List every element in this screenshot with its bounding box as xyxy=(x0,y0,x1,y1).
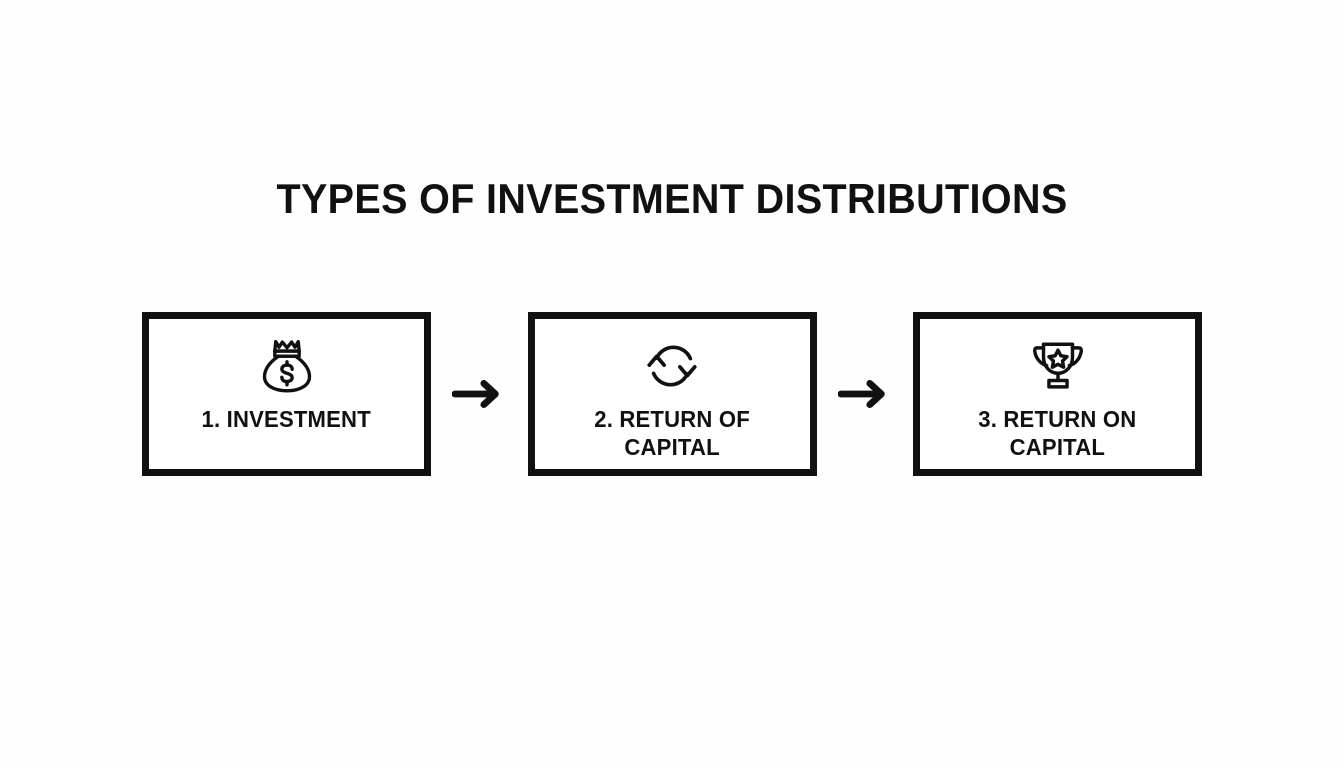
step-label-investment: 1. INVESTMENT xyxy=(196,405,377,433)
step-label-line1: 2. RETURN OF xyxy=(594,406,750,432)
step-box-return-on-capital[interactable]: 3. RETURN ON CAPITAL xyxy=(913,312,1202,476)
step-box-investment[interactable]: 1. INVESTMENT xyxy=(142,312,431,476)
arrow-right-icon xyxy=(451,374,507,414)
page-title: TYPES OF INVESTMENT DISTRIBUTIONS xyxy=(276,175,1068,222)
step-box-return-of-capital[interactable]: 2. RETURN OF CAPITAL xyxy=(527,312,817,476)
step-label-return-of-capital: 2. RETURN OF CAPITAL xyxy=(588,405,755,461)
process-flow: 1. INVESTMENT xyxy=(142,312,1202,476)
arrow-right-icon xyxy=(837,374,893,414)
step-label-line2: CAPITAL xyxy=(1009,434,1106,461)
step-label-return-on-capital: 3. RETURN ON CAPITAL xyxy=(973,405,1143,461)
trophy-icon xyxy=(1025,335,1091,397)
money-bag-icon xyxy=(254,335,320,397)
step-label-line2: CAPITAL xyxy=(624,434,720,461)
step-label-line1: 1. INVESTMENT xyxy=(201,406,372,432)
cycle-arrows-icon xyxy=(639,335,705,397)
step-label-line1: 3. RETURN ON xyxy=(978,406,1137,432)
